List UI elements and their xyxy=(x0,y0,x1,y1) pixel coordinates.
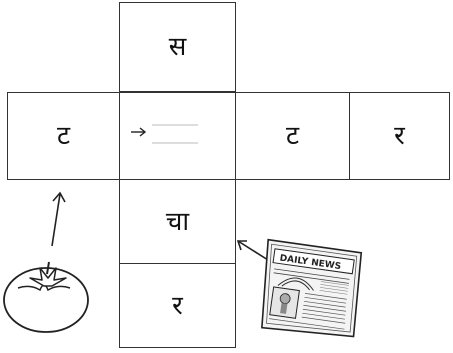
cell-right-1-letter: ट xyxy=(286,123,299,149)
cell-bottom-2: र xyxy=(119,263,236,348)
arrow-right-icon xyxy=(130,126,148,138)
cell-bottom-1: चा xyxy=(119,179,236,264)
cell-bottom-2-letter: र xyxy=(172,293,183,319)
cell-right-2-letter: र xyxy=(394,123,405,149)
tomato-icon xyxy=(0,250,92,335)
cell-right-1: ट xyxy=(235,92,350,180)
cell-left-letter: ट xyxy=(57,123,70,149)
cell-middle-blank[interactable] xyxy=(119,92,236,180)
cell-bottom-1-letter: चा xyxy=(166,209,189,235)
tomato-pointer-arrow xyxy=(40,188,70,248)
blank-answer-lines xyxy=(150,119,200,149)
newspaper-icon: DAILY NEWS xyxy=(244,234,376,340)
cell-left: ट xyxy=(7,92,120,180)
cell-right-2: र xyxy=(349,92,450,180)
cell-top: स xyxy=(119,2,236,92)
cell-top-letter: स xyxy=(169,34,187,60)
